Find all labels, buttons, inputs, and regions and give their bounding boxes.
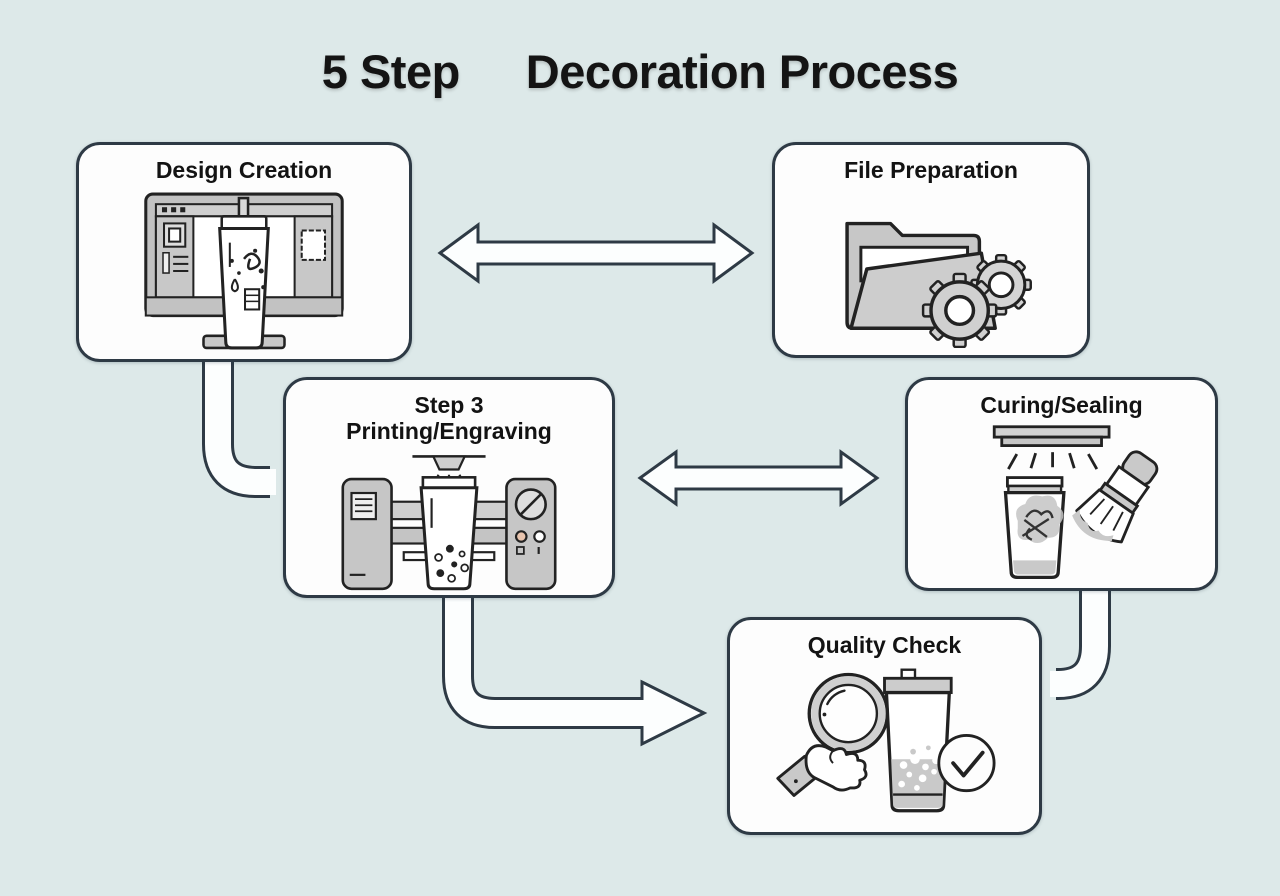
node-title: Design Creation — [155, 157, 333, 183]
monitor-with-tumbler-design-icon — [144, 192, 344, 350]
page-title: 5 Step Decoration Process — [0, 44, 1280, 99]
node-title: Step 3 — [414, 392, 484, 418]
flow-node-design-creation: Design Creation — [76, 142, 412, 362]
title-step-count: 5 Step — [321, 45, 461, 98]
folder-with-gears-icon — [845, 222, 1032, 349]
node-title: File Preparation — [844, 157, 1018, 183]
flow-node-curing-sealing: Curing/Sealing — [905, 377, 1218, 591]
arrowhead-icon — [640, 679, 708, 747]
flow-node-file-preparation: File Preparation — [772, 142, 1090, 358]
brush-icon — [1071, 450, 1158, 544]
connector-printing-to-quality — [442, 594, 708, 747]
node-title: Quality Check — [807, 632, 962, 658]
double-arrow-printing-curing — [637, 449, 880, 507]
title-main: Decoration Process — [525, 45, 959, 98]
magnifier-hand-checkmark-icon — [776, 668, 996, 813]
gear-large-icon — [921, 273, 998, 349]
node-title-line2: Printing/Engraving — [346, 417, 552, 444]
connector-design-to-printing — [202, 356, 276, 498]
flow-node-quality-check: Quality Check — [727, 617, 1042, 835]
flow-node-printing-engraving: Step 3 Printing/Engraving — [283, 377, 615, 598]
double-arrow-design-file — [437, 222, 755, 284]
connector-curing-to-quality — [1050, 586, 1111, 700]
uv-lamp-tumbler-brush-icon — [992, 425, 1158, 580]
checkmark-circle-icon — [937, 734, 996, 793]
hand-icon — [776, 744, 868, 798]
node-title: Curing/Sealing — [980, 392, 1143, 418]
printer-engraver-machine-icon — [341, 454, 557, 591]
